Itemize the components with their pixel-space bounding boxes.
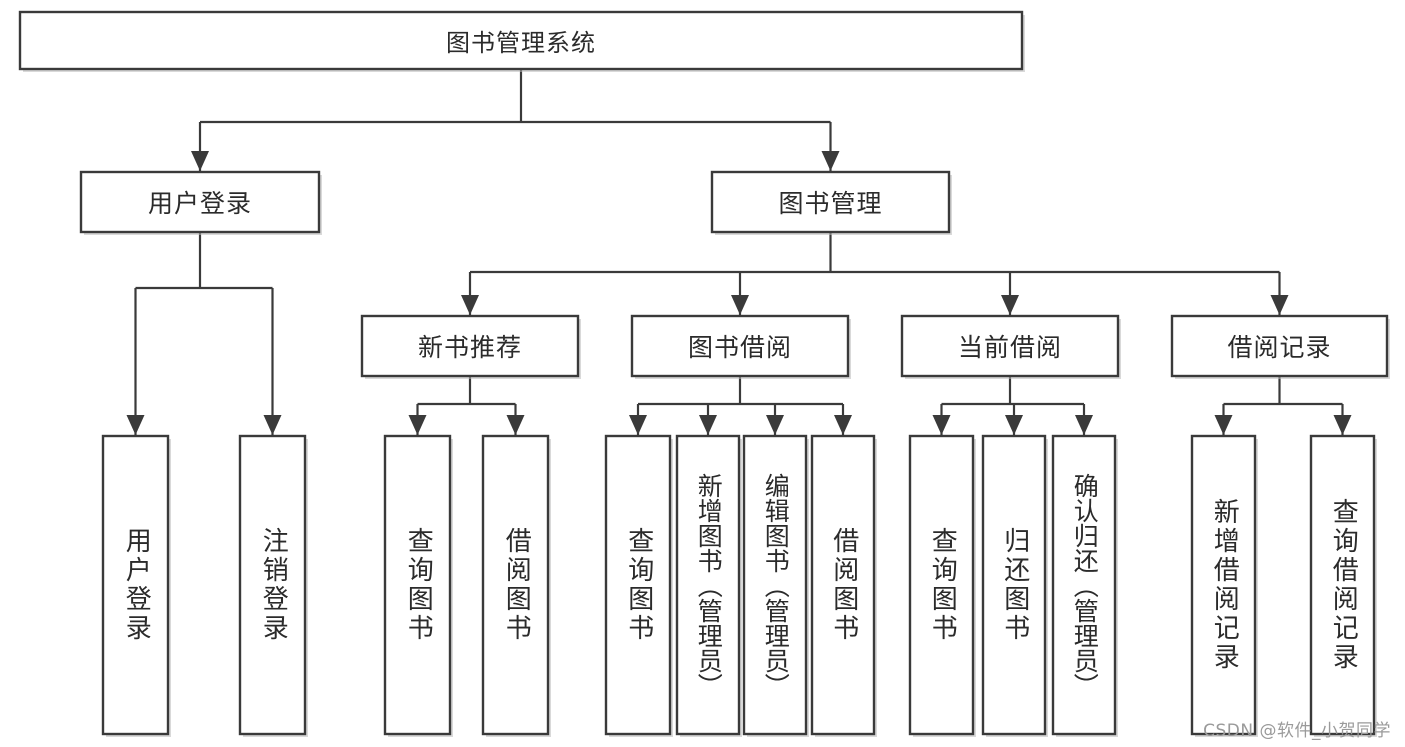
connector-layer [126, 69, 1352, 435]
node-leaf-login-0[interactable] [101, 434, 170, 736]
arrow-head-icon [263, 415, 282, 435]
node-leaf-g0-0[interactable] [383, 434, 452, 736]
arrow-head-icon [766, 415, 784, 435]
node-layer [18, 10, 1390, 737]
node-leaf-g2-0[interactable] [908, 434, 975, 736]
arrow-head-icon [1005, 415, 1023, 435]
arrow-head-icon [731, 295, 749, 315]
node-leaf-g2-2[interactable] [1051, 434, 1117, 736]
arrow-head-icon [1001, 295, 1019, 315]
node-leaf-g1-2[interactable] [742, 434, 808, 736]
node-leaf-g2-1[interactable] [981, 434, 1047, 736]
node-leaf-g0-1[interactable] [481, 434, 550, 736]
node-level2-2[interactable] [900, 314, 1120, 378]
node-level1-0[interactable] [79, 170, 321, 234]
arrow-head-icon [629, 415, 647, 435]
node-leaf-g3-1[interactable] [1309, 434, 1376, 736]
arrow-head-icon [191, 151, 209, 171]
node-level2-0[interactable] [360, 314, 580, 378]
arrow-head-icon [506, 415, 525, 435]
arrow-head-icon [821, 151, 840, 171]
node-leaf-g1-3[interactable] [810, 434, 876, 736]
node-level2-1[interactable] [630, 314, 850, 378]
node-root[interactable] [18, 10, 1024, 71]
arrow-head-icon [408, 415, 427, 435]
arrow-head-icon [461, 295, 479, 315]
node-leaf-login-1[interactable] [238, 434, 307, 736]
node-level2-3[interactable] [1170, 314, 1389, 378]
node-level1-1[interactable] [710, 170, 951, 234]
arrow-head-icon [699, 415, 717, 435]
node-leaf-g3-0[interactable] [1190, 434, 1257, 736]
arrow-head-icon [1270, 295, 1289, 315]
node-leaf-g1-0[interactable] [604, 434, 672, 736]
arrow-head-icon [126, 415, 145, 435]
node-leaf-g1-1[interactable] [675, 434, 741, 736]
arrow-head-icon [1214, 415, 1233, 435]
arrow-head-icon [834, 415, 852, 435]
arrow-head-icon [1075, 415, 1093, 435]
arrow-head-icon [1333, 415, 1352, 435]
arrow-head-icon [932, 415, 951, 435]
